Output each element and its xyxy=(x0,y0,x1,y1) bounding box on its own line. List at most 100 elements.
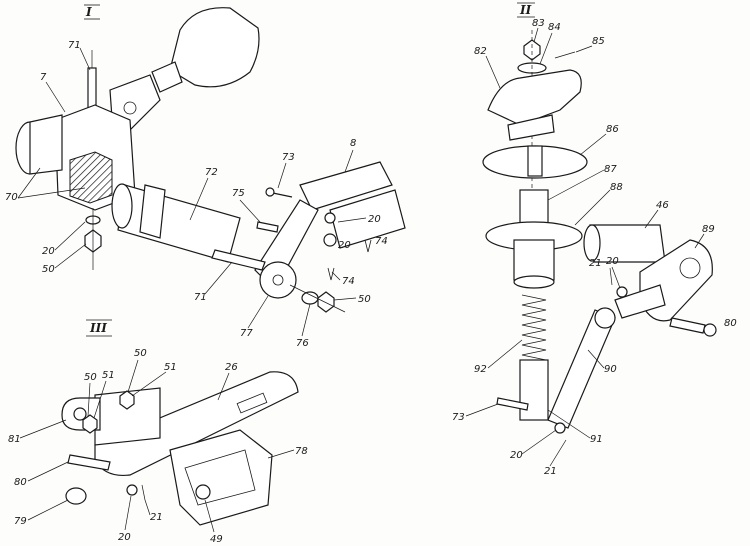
leader-84 xyxy=(539,32,553,65)
callout-89: 89 xyxy=(702,224,715,235)
callout-76: 76 xyxy=(296,338,309,349)
callout-20-top: 20 xyxy=(606,256,619,267)
washer-76 xyxy=(301,291,319,305)
bolt-73-head xyxy=(265,187,275,197)
washer-20-top xyxy=(616,286,628,298)
callout-80: 80 xyxy=(724,318,737,329)
view-II-group: II xyxy=(452,2,737,477)
washer-20-right xyxy=(323,233,337,247)
leader-8 xyxy=(344,149,354,173)
callout-7: 7 xyxy=(40,72,47,83)
leader-21-bottom xyxy=(549,439,567,467)
leader-21-III xyxy=(144,499,151,516)
rod-lower xyxy=(329,189,406,249)
leader-92 xyxy=(487,339,523,369)
pin-80-head xyxy=(703,323,717,337)
cam-lever-base xyxy=(507,114,555,141)
callout-51-right: 51 xyxy=(164,362,177,373)
view-I-group: I xyxy=(5,4,406,349)
cam-lever-82 xyxy=(487,69,582,126)
leader-20-III xyxy=(124,495,132,531)
leader-50-right xyxy=(333,297,357,301)
callout-90: 90 xyxy=(604,364,617,375)
callout-20-right: 20 xyxy=(368,214,381,225)
shaft-72-collar xyxy=(111,183,133,229)
cotter-74-upper xyxy=(364,239,372,253)
leader-72 xyxy=(189,177,209,221)
bushing-70-body xyxy=(29,114,63,175)
bolt-73-II xyxy=(496,397,529,411)
callout-20-III: 20 xyxy=(118,532,131,543)
leader-70b xyxy=(17,187,86,199)
bushing-46-end xyxy=(583,224,601,262)
callout-49: 49 xyxy=(210,534,223,545)
callout-83: 83 xyxy=(532,18,545,29)
callout-88: 88 xyxy=(610,182,623,193)
leader-73 xyxy=(277,162,287,189)
leader-49 xyxy=(204,499,215,533)
leader-20-left xyxy=(54,221,86,251)
leader-50-III-right xyxy=(127,359,139,393)
leader-73-II xyxy=(465,403,499,417)
washer-20-bottom xyxy=(554,422,566,434)
bracket-section xyxy=(69,151,113,204)
leader-77 xyxy=(247,295,269,329)
leader-89 xyxy=(694,233,705,249)
leader-88 xyxy=(574,189,611,226)
leader-20-right xyxy=(337,217,367,223)
leader-50-left xyxy=(54,243,87,269)
leader-46 xyxy=(644,209,659,229)
callout-21-bottom: 21 xyxy=(544,466,557,477)
callout-85: 85 xyxy=(592,36,605,47)
leader-7 xyxy=(45,81,66,113)
washer-20-III xyxy=(126,484,138,496)
link-90-upper xyxy=(614,284,666,319)
cone-coupling xyxy=(151,61,183,93)
disk-86-hub xyxy=(527,145,543,177)
callout-78: 78 xyxy=(295,446,308,457)
leader-80-III xyxy=(27,461,69,482)
callout-79: 79 xyxy=(14,516,27,527)
leader-51-right xyxy=(131,371,167,397)
right-axis xyxy=(289,284,346,313)
leader-78 xyxy=(267,449,295,459)
leader-85 xyxy=(575,45,593,53)
leader-50-III-left xyxy=(87,382,91,417)
pin-71-lower xyxy=(211,249,266,271)
leader-26 xyxy=(217,372,230,401)
lug-81-hole xyxy=(73,407,87,421)
callout-8: 8 xyxy=(350,138,356,149)
leader-51-left xyxy=(93,380,107,419)
callout-71-lower: 71 xyxy=(194,292,207,303)
view-II-label: II xyxy=(519,3,532,17)
leader-75 xyxy=(239,199,261,223)
rod-8 xyxy=(299,161,393,211)
callout-73: 73 xyxy=(282,152,295,163)
leader-91 xyxy=(547,409,591,439)
nut-83 xyxy=(523,39,541,61)
nut-50-right xyxy=(317,291,335,313)
callout-82: 82 xyxy=(474,46,487,57)
washer-20-mid xyxy=(324,212,336,224)
shaft-72-flange xyxy=(139,184,166,239)
u-bracket-inner xyxy=(184,449,256,506)
callout-75: 75 xyxy=(232,188,245,199)
cotter-21-III xyxy=(141,484,146,501)
callout-84: 84 xyxy=(548,22,561,33)
callout-71-top: 71 xyxy=(68,40,81,51)
pin-85 xyxy=(554,51,576,59)
callout-73-II: 73 xyxy=(452,412,465,423)
leader-81 xyxy=(19,419,67,439)
leader-82 xyxy=(485,55,501,89)
pin-80-III xyxy=(67,454,111,471)
callout-51-left: 51 xyxy=(102,370,115,381)
view-I-label: I xyxy=(85,5,92,19)
roller-49 xyxy=(195,484,211,500)
callout-77: 77 xyxy=(240,328,253,339)
bushing-46 xyxy=(589,224,666,263)
callout-20-mid: 20 xyxy=(338,240,351,251)
lever-77-hole xyxy=(272,274,284,286)
leader-79 xyxy=(27,499,69,521)
callout-81: 81 xyxy=(8,434,21,445)
